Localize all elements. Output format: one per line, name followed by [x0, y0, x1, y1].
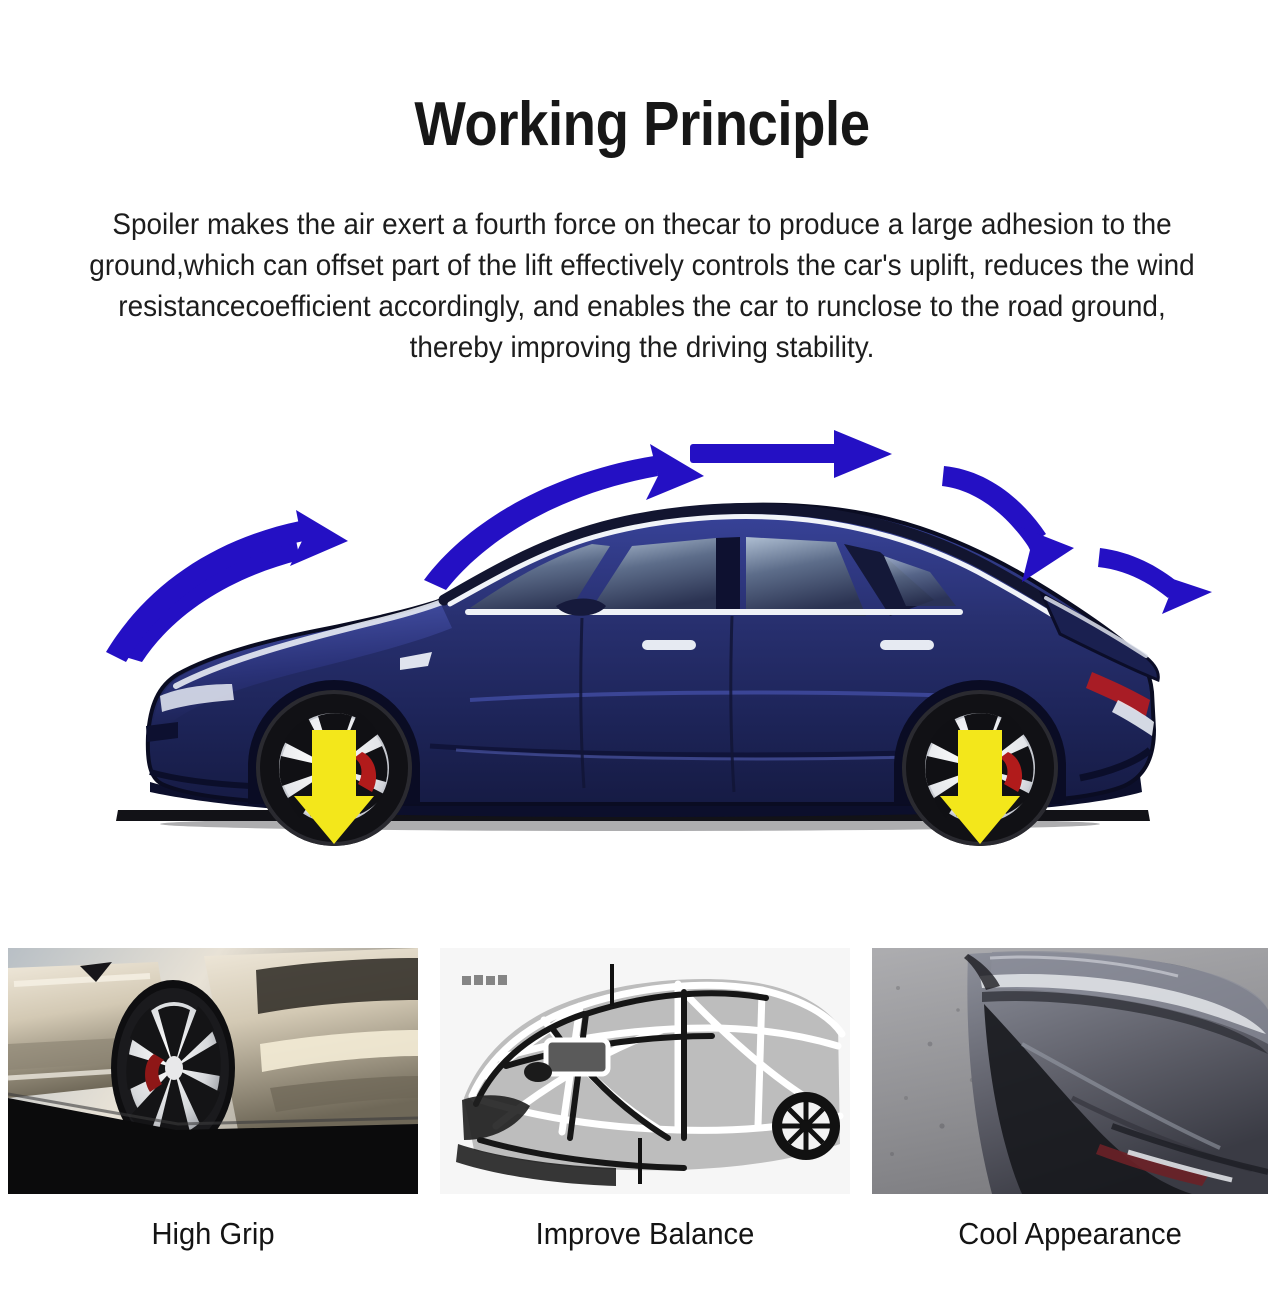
photo-improve-balance — [440, 948, 850, 1194]
spoiler-lip-highlight — [980, 974, 1266, 1034]
windshield-glass — [470, 544, 610, 616]
side-repeater — [400, 652, 432, 670]
feature-caption-cool-appearance: Cool Appearance — [958, 1216, 1182, 1251]
airflow-arrow-front-lower — [106, 510, 348, 662]
hood-highlight — [173, 595, 455, 689]
roofline-chrome — [447, 514, 1095, 643]
door-handle-rear — [880, 640, 934, 650]
page-title: Working Principle — [414, 90, 870, 159]
hero-svg — [106, 430, 1212, 846]
roofline-outline — [438, 503, 1106, 642]
door-handle-front — [642, 640, 696, 650]
caliper — [145, 1054, 164, 1092]
downforce-arrow-front-wheel — [294, 730, 374, 844]
airflow-arrows — [106, 430, 1212, 662]
cool-appearance-svg — [872, 948, 1268, 1194]
working-principle-illustration — [0, 400, 1284, 890]
front-brake-caliper — [354, 752, 377, 792]
feature-panels: High Grip — [0, 948, 1284, 1306]
photo-high-grip — [8, 948, 418, 1194]
headlight — [160, 684, 234, 712]
front-bumper-vent — [146, 722, 178, 742]
feature-card-cool-appearance[interactable]: Cool Appearance — [872, 948, 1268, 1252]
front-lip — [149, 769, 251, 789]
downforce-arrow-rear-wheel — [940, 730, 1020, 844]
quarter-glass — [884, 556, 956, 606]
improve-balance-svg — [440, 948, 850, 1194]
airflow-arrow-roof — [690, 430, 892, 478]
body-crease-upper — [469, 690, 961, 702]
feature-card-improve-balance[interactable]: Improve Balance — [440, 948, 850, 1252]
airflow-arrow-spoiler — [1098, 548, 1212, 614]
rear-brake-caliper — [1000, 752, 1023, 792]
feature-caption-high-grip: High Grip — [151, 1216, 275, 1251]
front-door-glass — [588, 538, 716, 614]
high-grip-svg — [8, 948, 418, 1194]
taillight-sliver — [1096, 1144, 1208, 1186]
car-hood — [152, 602, 452, 730]
door-cut-front — [579, 617, 586, 789]
reverse-light — [1112, 700, 1154, 736]
spoiler-edge-highlight — [1044, 596, 1148, 658]
taillight — [1086, 672, 1150, 716]
page-description: Spoiler makes the air exert a fourth for… — [89, 208, 1195, 364]
rear-bumper-edge — [1079, 747, 1153, 782]
downforce-arrows — [294, 730, 1020, 844]
airflow-arrow-rear-descend — [942, 466, 1074, 582]
car-illustration — [145, 502, 1160, 846]
b-pillar — [716, 537, 740, 614]
airflow-arrow-front-upper — [424, 444, 704, 590]
feature-caption-improve-balance: Improve Balance — [535, 1216, 755, 1251]
photo-cool-appearance — [872, 948, 1268, 1194]
feature-card-high-grip[interactable]: High Grip — [8, 948, 418, 1252]
door-cut-rear — [729, 615, 736, 793]
side-mirror — [556, 598, 606, 616]
rear-door-glass — [746, 537, 866, 616]
